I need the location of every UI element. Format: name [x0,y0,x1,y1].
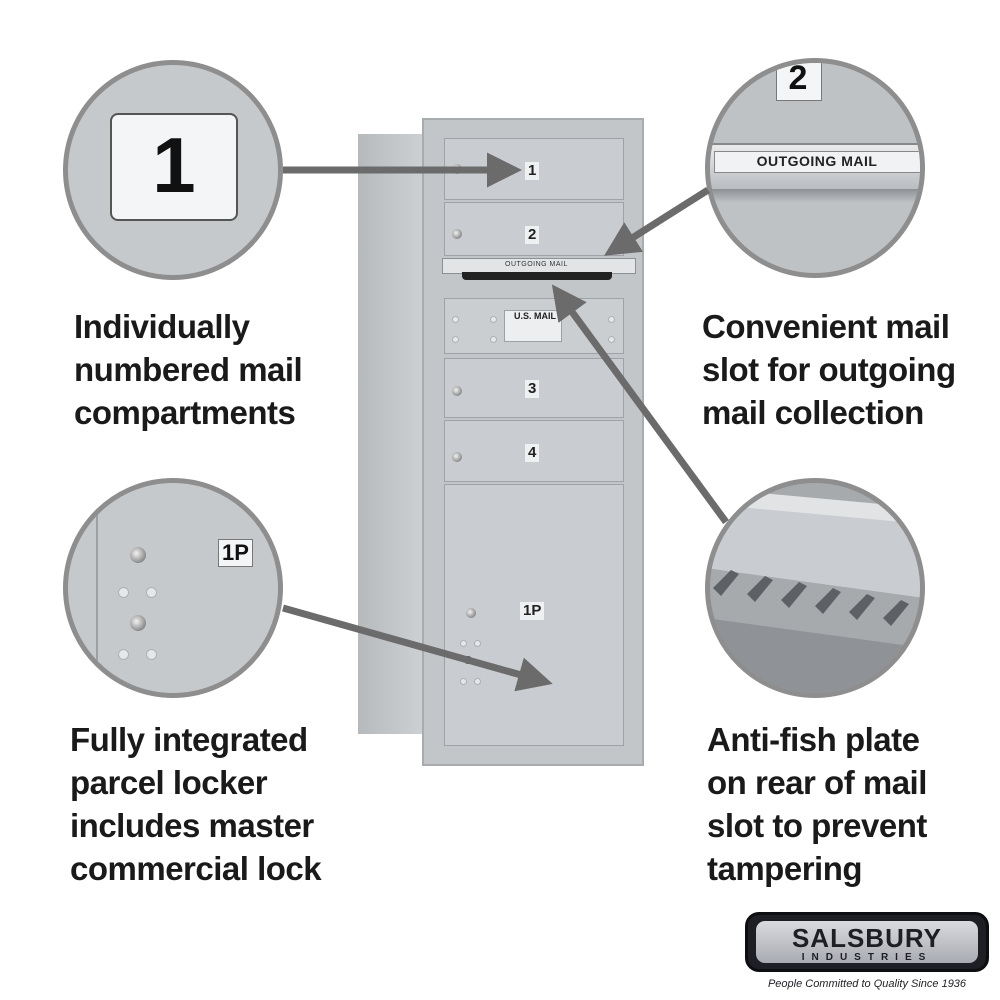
callout-parcel-locker: Fully integrated parcel locker includes … [70,718,322,890]
antifish-plate-illustration [710,488,920,693]
callout-antifish-plate: Anti-fish plate on rear of mail slot to … [707,718,927,890]
slot-label-plate [714,151,920,173]
zoom-parcel-lock: 1P [63,478,283,698]
outgoing-mail-label: OUTGOING MAIL [505,261,568,268]
logo-name: SALSBURY [791,923,943,953]
salsbury-logo: SALSBURY INDUSTRIES [745,912,989,972]
callout-line: Anti-fish plate [707,721,920,758]
rivet-icon [146,649,157,660]
mailbox-side-panel [358,134,428,734]
logo-plate: SALSBURY INDUSTRIES [756,921,978,963]
callout-numbered-compartments: Individually numbered mail compartments [74,305,303,434]
rivet-icon [452,336,459,343]
slot-tag [776,63,822,101]
parcel-lock-icon [466,608,476,618]
rivet-icon [118,649,129,660]
callout-line: on rear of mail [707,764,927,801]
rivet-icon [608,336,615,343]
rivet-icon [474,640,481,647]
door-lock-icon [452,164,462,174]
rivet-icon [146,587,157,598]
rivet-icon [452,316,459,323]
parcel-number: 1P [520,602,545,620]
logo-tagline: People Committed to Quality Since 1936 [767,978,967,990]
door-number-2: 2 [525,226,540,244]
callout-line: commercial lock [70,850,322,887]
slot-shadow [710,189,920,203]
rivet-icon [460,678,467,685]
callout-line: Individually [74,308,250,345]
rivet-icon [118,587,129,598]
door-number-3: 3 [525,380,540,398]
callout-line: parcel locker [70,764,268,801]
door-number-1: 1 [525,162,540,180]
callout-line: compartments [74,394,296,431]
rivet-icon [474,678,481,685]
parcel-tag-text: 1P [218,539,253,567]
door-lock-icon [452,452,462,462]
usmail-label: U.S. MAIL [514,311,556,321]
outgoing-mail-opening [462,272,612,280]
door-lock-icon [452,229,462,239]
callout-line: includes master [70,807,314,844]
master-lock-icon [130,547,146,563]
callout-line: Convenient mail [702,308,950,345]
lock-icon [130,615,146,631]
master-lock-icon [464,656,472,664]
number-tag [110,113,238,221]
slot-tag-text: 2 [788,59,808,97]
number-tag-text: 1 [152,121,196,209]
slot-label-text: OUTGOING MAIL [756,153,878,169]
zoom-number-tag: 1 [63,60,283,280]
callout-line: slot for outgoing [702,351,956,388]
rivet-icon [490,316,497,323]
door-lock-icon [452,386,462,396]
callout-line: tampering [707,850,863,887]
zoom-outgoing-slot: 2 OUTGOING MAIL [705,58,925,278]
door-number-4: 4 [525,444,540,462]
zoom-antifish-plate [705,478,925,698]
callout-line: numbered mail [74,351,303,388]
callout-line: slot to prevent [707,807,927,844]
rivet-icon [460,640,467,647]
logo-subtitle: INDUSTRIES [801,952,933,963]
callout-outgoing-slot: Convenient mail slot for outgoing mail c… [702,305,956,434]
parcel-edge [96,483,98,693]
callout-line: Fully integrated [70,721,308,758]
rivet-icon [608,316,615,323]
callout-line: mail collection [702,394,924,431]
rivet-icon [490,336,497,343]
